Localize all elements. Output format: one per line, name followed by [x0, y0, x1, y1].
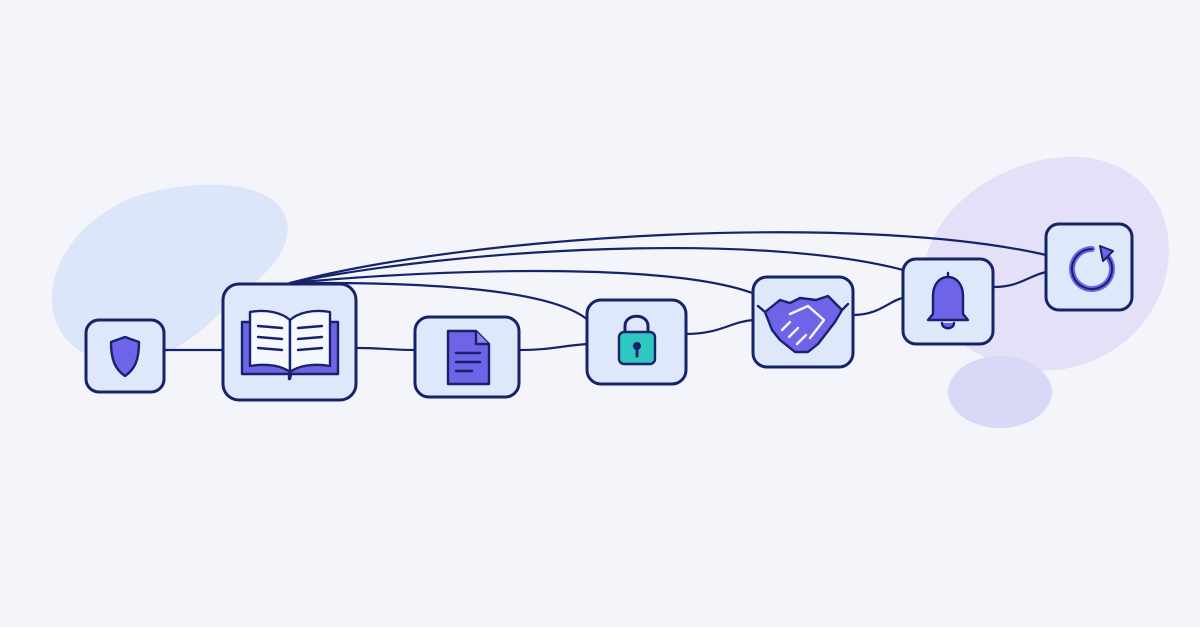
handshake-icon: [756, 294, 850, 354]
refresh-node[interactable]: [1044, 222, 1134, 312]
connection-book-handshake: [288, 269, 762, 298]
book-node[interactable]: [221, 282, 358, 402]
connection-document-lock: [517, 342, 589, 352]
connections: [163, 231, 1048, 352]
shield-node[interactable]: [84, 318, 166, 394]
refresh-icon: [1069, 245, 1115, 292]
connection-bell-refresh: [991, 270, 1048, 289]
connection-handshake-bell: [851, 296, 905, 317]
bell-icon: [926, 271, 970, 330]
shield-icon: [109, 335, 141, 378]
right-small-blob: [948, 356, 1052, 428]
connection-book-bell: [288, 246, 905, 285]
document-node[interactable]: [413, 315, 521, 399]
lock-node[interactable]: [585, 298, 688, 386]
connection-book-refresh: [288, 231, 1048, 285]
connection-book-document: [354, 346, 417, 352]
connection-lock-handshake: [684, 318, 755, 336]
open-book-icon: [240, 309, 340, 381]
padlock-icon: [617, 314, 657, 366]
bell-node[interactable]: [901, 257, 995, 346]
handshake-node[interactable]: [751, 275, 855, 369]
document-icon: [446, 329, 491, 386]
